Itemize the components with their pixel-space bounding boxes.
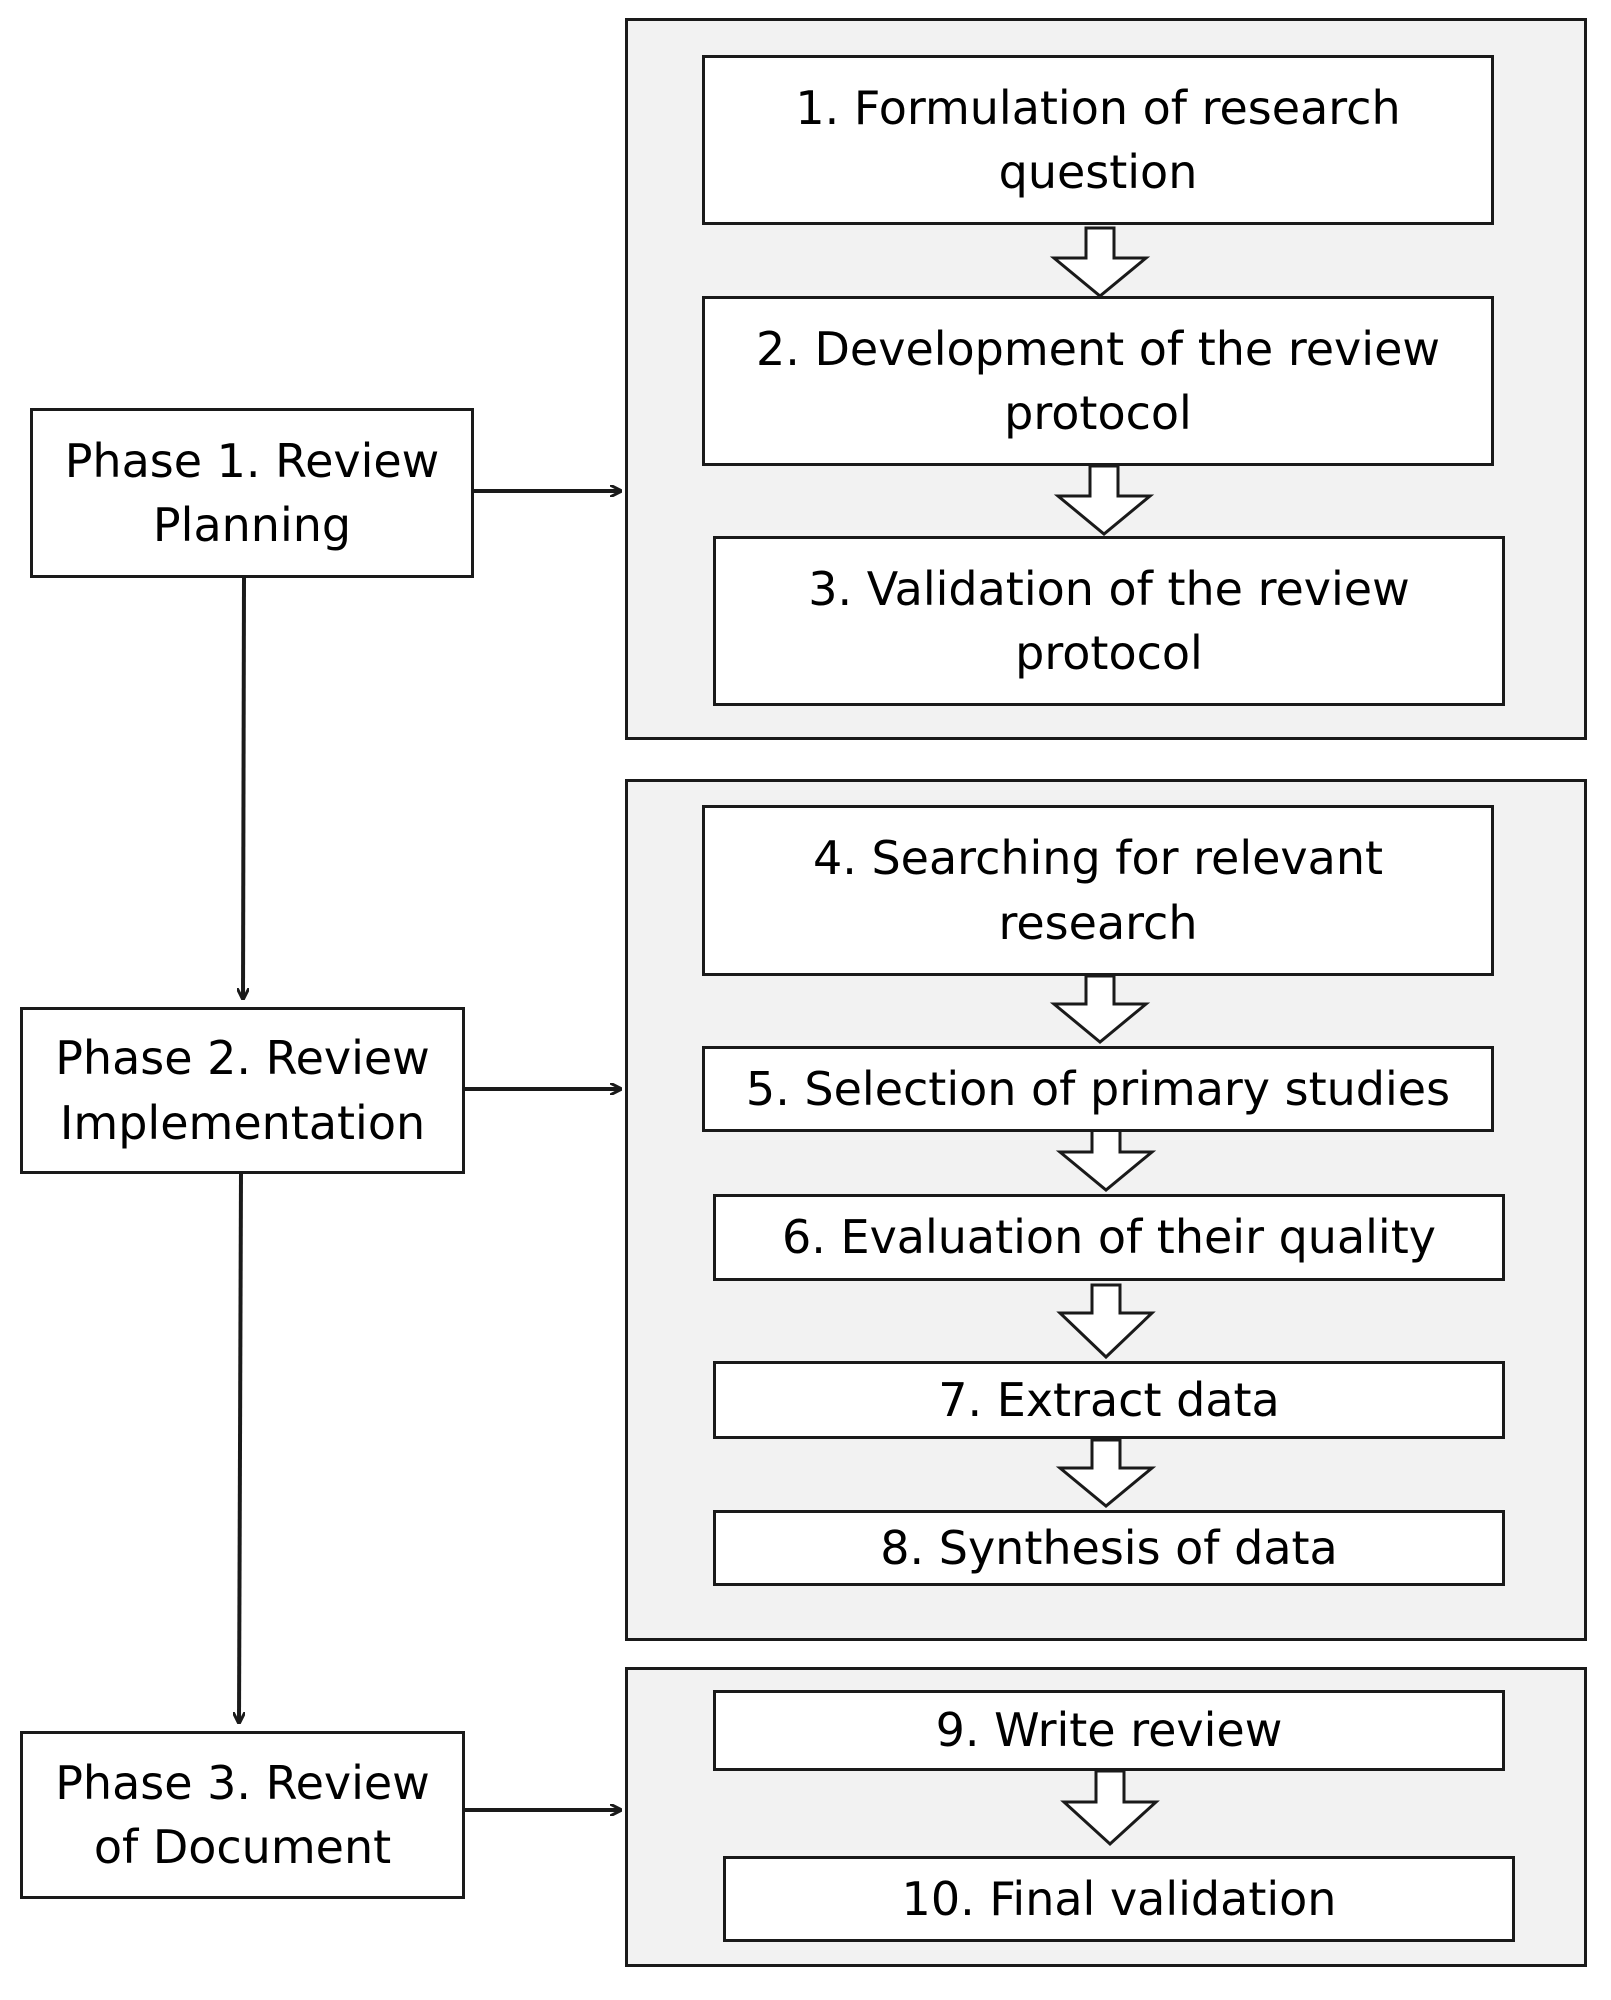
- arrow-phase2-to-phase3: [239, 1171, 241, 1722]
- step-4-box: 4. Searching for relevant research: [702, 805, 1494, 976]
- step-10-box: 10. Final validation: [723, 1856, 1515, 1942]
- step-5-label: 5. Selection of primary studies: [745, 1061, 1451, 1116]
- step-3-box: 3. Validation of the review protocol: [713, 536, 1505, 706]
- step-3-label: 3. Validation of the review protocol: [808, 561, 1410, 680]
- step-7-label: 7. Extract data: [938, 1372, 1280, 1427]
- step-1-box: 1. Formulation of research question: [702, 55, 1494, 225]
- phase-3-label: Phase 3. Review of Document: [55, 1755, 430, 1874]
- step-8-label: 8. Synthesis of data: [880, 1520, 1338, 1575]
- step-2-box: 2. Development of the review protocol: [702, 296, 1494, 466]
- step-10-label: 10. Final validation: [901, 1871, 1337, 1926]
- step-1-label: 1. Formulation of research question: [795, 80, 1401, 199]
- phase-2-box: Phase 2. Review Implementation: [20, 1007, 465, 1174]
- block-arrow-2-to-3: [1053, 464, 1155, 536]
- step-9-box: 9. Write review: [713, 1690, 1505, 1771]
- block-arrow-5-to-6: [1055, 1128, 1157, 1192]
- step-4-label: 4. Searching for relevant research: [812, 831, 1384, 950]
- phase-2-label: Phase 2. Review Implementation: [55, 1031, 430, 1150]
- block-arrow-7-to-8: [1055, 1438, 1157, 1508]
- step-6-box: 6. Evaluation of their quality: [713, 1194, 1505, 1281]
- step-6-label: 6. Evaluation of their quality: [782, 1210, 1436, 1265]
- step-2-label: 2. Development of the review protocol: [755, 321, 1440, 440]
- block-arrow-9-to-10: [1060, 1769, 1160, 1847]
- step-9-label: 9. Write review: [935, 1703, 1283, 1758]
- phase-1-box: Phase 1. Review Planning: [30, 408, 474, 578]
- phase-1-label: Phase 1. Review Planning: [64, 433, 440, 552]
- step-8-box: 8. Synthesis of data: [713, 1510, 1505, 1586]
- phase-3-box: Phase 3. Review of Document: [20, 1731, 465, 1899]
- block-arrow-1-to-2: [1049, 226, 1151, 298]
- block-arrow-6-to-7: [1056, 1283, 1156, 1360]
- arrow-phase1-to-phase2: [243, 576, 244, 998]
- block-arrow-4-to-5: [1049, 974, 1151, 1044]
- step-5-box: 5. Selection of primary studies: [702, 1046, 1494, 1132]
- step-7-box: 7. Extract data: [713, 1361, 1505, 1439]
